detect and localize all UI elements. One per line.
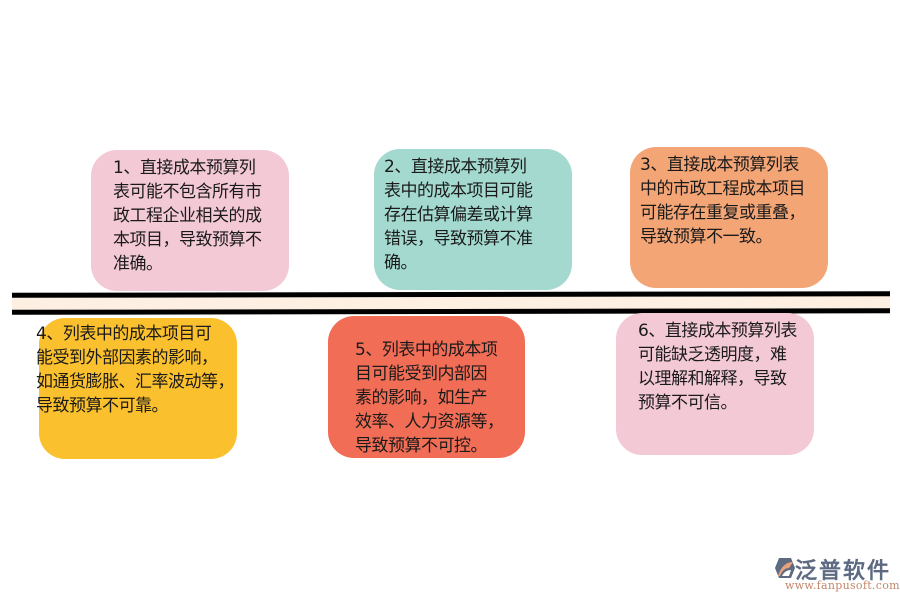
card-3-text: 3、直接成本预算列表 中的市政工程成本项目 可能存在重复或重叠， 导致预算不一致… [640, 155, 806, 247]
fanpu-logo-icon [775, 558, 795, 578]
card-4-text: 4、列表中的成本项目可 能受到外部因素的影响， 如通货膨胀、汇率波动等， 导致预… [36, 324, 235, 416]
card-1: 1、直接成本预算列 表可能不包含所有市 政工程企业相关的成 本项目，导致预算不 … [91, 150, 289, 291]
card-5: 5、列表中的成本项 目可能受到内部因 素的影响，如生产 效率、人力资源等， 导致… [328, 316, 525, 458]
card-6-text: 6、直接成本预算列表 可能缺乏透明度，难 以理解和解释，导致 预算不可信。 [638, 321, 797, 413]
card-5-text: 5、列表中的成本项 目可能受到内部因 素的影响，如生产 效率、人力资源等， 导致… [355, 340, 504, 456]
watermark-url: www.fanpusoft.com [785, 579, 900, 592]
timeline-divider [12, 291, 890, 315]
card-1-text: 1、直接成本预算列 表可能不包含所有市 政工程企业相关的成 本项目，导致预算不 … [113, 158, 262, 274]
card-4: 4、列表中的成本项目可 能受到外部因素的影响， 如通货膨胀、汇率波动等， 导致预… [36, 318, 237, 459]
watermark-brand: 泛普软件 [795, 559, 892, 584]
card-2-text: 2、直接成本预算列 表中的成本项目可能 存在估算偏差或计算 错误，导致预算不准 … [384, 157, 533, 273]
card-3: 3、直接成本预算列表 中的市政工程成本项目 可能存在重复或重叠， 导致预算不一致… [630, 147, 828, 288]
card-2: 2、直接成本预算列 表中的成本项目可能 存在估算偏差或计算 错误，导致预算不准 … [374, 149, 572, 290]
watermark-logo: 泛普软件 www.fanpusoft.com [765, 553, 900, 593]
card-6: 6、直接成本预算列表 可能缺乏透明度，难 以理解和解释，导致 预算不可信。 [616, 313, 814, 455]
